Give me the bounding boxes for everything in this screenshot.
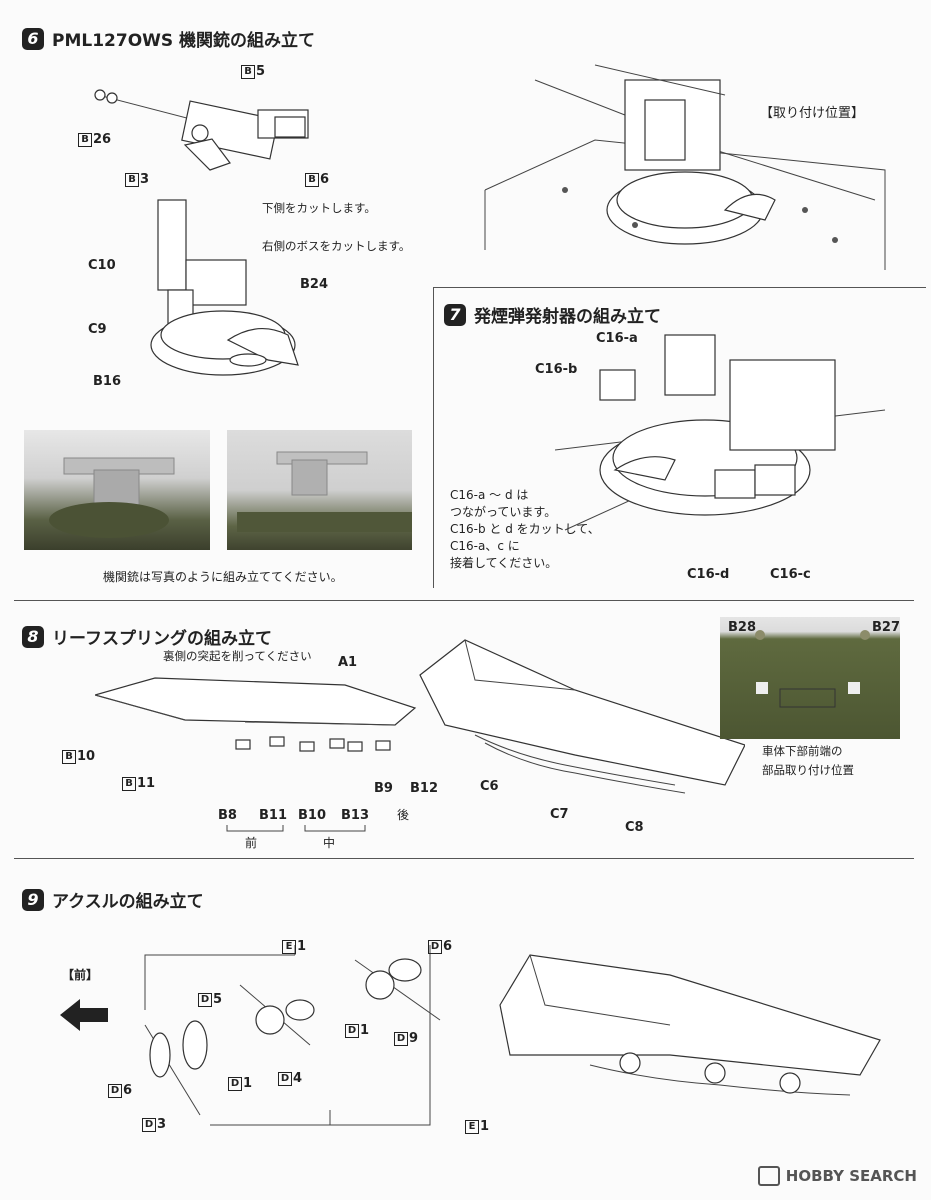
step7-title-text: 発煙弾発射器の組み立て — [474, 307, 661, 327]
axle-exploded-drawing — [144, 945, 441, 1126]
step6-title-text: PML127OWS 機関銃の組み立て — [52, 31, 316, 51]
label-b16: B16 — [93, 374, 121, 389]
label-c16d: C16-d — [687, 567, 730, 582]
step8-title-text: リーフスプリングの組み立て — [52, 629, 272, 649]
divider — [14, 858, 914, 859]
label-b11: B11 — [259, 808, 287, 823]
label-b10: B10 — [298, 808, 326, 823]
label-c7: C7 — [550, 807, 569, 822]
photo-caption: 機関銃は写真のように組み立ててください。 — [103, 570, 343, 584]
note-cut-boss: 右側のボスをカットします。 — [262, 239, 411, 253]
step7-frame — [433, 287, 926, 588]
note-hull-pos-1: 車体下部前端の — [762, 744, 843, 758]
step9-title-text: アクスルの組み立て — [52, 892, 204, 912]
label-b9: B9 — [374, 781, 393, 796]
step9-title: 9 アクスルの組み立て — [22, 887, 204, 912]
watermark-logo-icon — [757, 1166, 780, 1186]
front-direction-label: 【前】 — [62, 968, 99, 982]
group-brackets — [226, 825, 366, 832]
step7-number: 7 — [444, 303, 466, 326]
step9-number: 9 — [22, 888, 44, 911]
label-b8: B8 — [218, 808, 237, 823]
step6-number: 6 — [22, 27, 44, 50]
note-cut-bottom: 下側をカットします。 — [262, 201, 376, 215]
label-b12: B12 — [410, 781, 438, 796]
leaf-spring-hull-drawing — [95, 677, 417, 726]
label-b27: B27 — [872, 620, 900, 635]
step7-note-line: C16-a、c に — [450, 539, 520, 553]
axle-assembled-drawing — [499, 954, 881, 1096]
label-c16a: C16-a — [596, 331, 638, 346]
label-a1: A1 — [338, 655, 358, 670]
step6-title: 6 PML127OWS 機関銃の組み立て — [22, 26, 315, 51]
photo-assembled-gun-2 — [227, 430, 412, 550]
group-middle: 中 — [323, 836, 336, 850]
step7-note-line: C16-a ～ d は — [450, 488, 529, 502]
photo-assembled-gun-1 — [24, 430, 210, 550]
step7-title: 7 発煙弾発射器の組み立て — [444, 302, 661, 327]
group-front: 前 — [245, 836, 258, 850]
step7-note-line: 接着してください。 — [450, 556, 558, 570]
note-hull-pos-2: 部品取り付け位置 — [762, 763, 854, 777]
step8-number: 8 — [22, 625, 44, 648]
label-c6: C6 — [480, 779, 499, 794]
front-arrow-icon — [60, 999, 108, 1031]
step7-note: C16-a ～ d は つながっています。 C16-b と d をカットして、 … — [450, 487, 600, 572]
group-rear: 後 — [397, 808, 410, 822]
label-b28: B28 — [728, 620, 756, 635]
note-install-position: 【取り付け位置】 — [760, 106, 865, 121]
gun-mount-drawing — [150, 199, 299, 376]
label-c10: C10 — [88, 258, 116, 273]
spring-parts-drawing — [235, 736, 391, 752]
divider — [14, 600, 914, 601]
label-c8: C8 — [625, 820, 644, 835]
installation-position-drawing — [484, 64, 886, 270]
label-c16c: C16-c — [770, 567, 811, 582]
watermark: HOBBY SEARCH — [757, 1166, 917, 1186]
label-c9: C9 — [88, 322, 107, 337]
photo-hull-front — [720, 617, 900, 739]
label-b13: B13 — [341, 808, 369, 823]
smoke-launcher-drawing — [555, 334, 886, 531]
step8-title: 8 リーフスプリングの組み立て — [22, 624, 272, 649]
step7-note-line: C16-b と d をカットして、 — [450, 522, 600, 536]
leaf-spring-assembled-drawing — [419, 639, 745, 794]
step7-note-line: つながっています。 — [450, 505, 557, 519]
note-shave-protrusion: 裏側の突起を削ってください — [163, 649, 312, 663]
label-c16b: C16-b — [535, 362, 578, 377]
machine-gun-drawing — [94, 89, 309, 171]
watermark-text: HOBBY SEARCH — [785, 1167, 917, 1185]
label-b24: B24 — [300, 277, 328, 292]
